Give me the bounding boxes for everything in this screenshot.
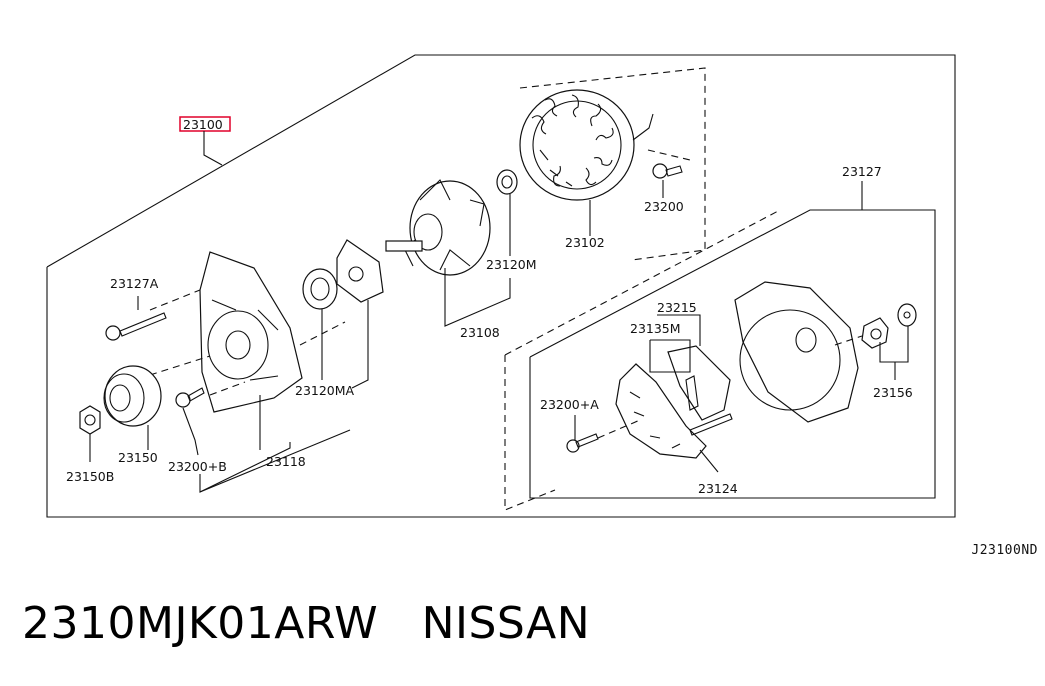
bearing-front-part	[496, 169, 518, 195]
brush-holder-part	[667, 345, 731, 421]
rear-assy-frame	[529, 209, 936, 499]
screw-b-part	[175, 387, 205, 408]
screw-a-part	[566, 433, 599, 453]
terminal-part	[861, 303, 917, 349]
rotor-part	[385, 179, 491, 276]
rear-cover-part	[734, 281, 859, 423]
screw-top-part	[652, 163, 683, 179]
label-rear-assy[interactable]: 23127	[842, 164, 882, 179]
stator-part	[519, 89, 654, 201]
label-rectifier[interactable]: 23124	[698, 481, 738, 496]
label-bearing-rear[interactable]: 23120MA	[295, 383, 355, 398]
reference-code: J23100ND	[971, 543, 1038, 558]
bearing-rear-part	[302, 268, 338, 310]
label-pulley[interactable]: 23150	[118, 450, 158, 465]
label-brush-holder[interactable]: 23215	[657, 300, 697, 315]
label-nut[interactable]: 23150B	[66, 469, 114, 484]
label-rotor[interactable]: 23108	[460, 325, 500, 340]
label-assembly[interactable]: 23100	[183, 117, 223, 132]
label-front-housing[interactable]: 23118	[266, 454, 306, 469]
front-housing-part	[199, 251, 303, 413]
label-screw-a[interactable]: 23200+A	[540, 397, 599, 412]
label-stator[interactable]: 23102	[565, 235, 605, 250]
gasket-plate-part	[336, 239, 384, 303]
label-bearing-front[interactable]: 23120M	[486, 257, 537, 272]
label-screw-top[interactable]: 23200	[644, 199, 684, 214]
pulley-part	[103, 365, 162, 427]
main-frame	[46, 54, 956, 518]
nut-part	[79, 405, 101, 435]
label-terminal[interactable]: 23156	[873, 385, 913, 400]
assembly-highlight-box[interactable]	[179, 116, 231, 132]
label-screw-b[interactable]: 23200+B	[168, 459, 227, 474]
label-bolt[interactable]: 23127A	[110, 276, 159, 291]
part-number-caption: 2310MJK01ARW NISSAN	[22, 598, 591, 649]
label-brush[interactable]: 23135M	[630, 321, 681, 336]
bolt-part	[105, 312, 167, 341]
